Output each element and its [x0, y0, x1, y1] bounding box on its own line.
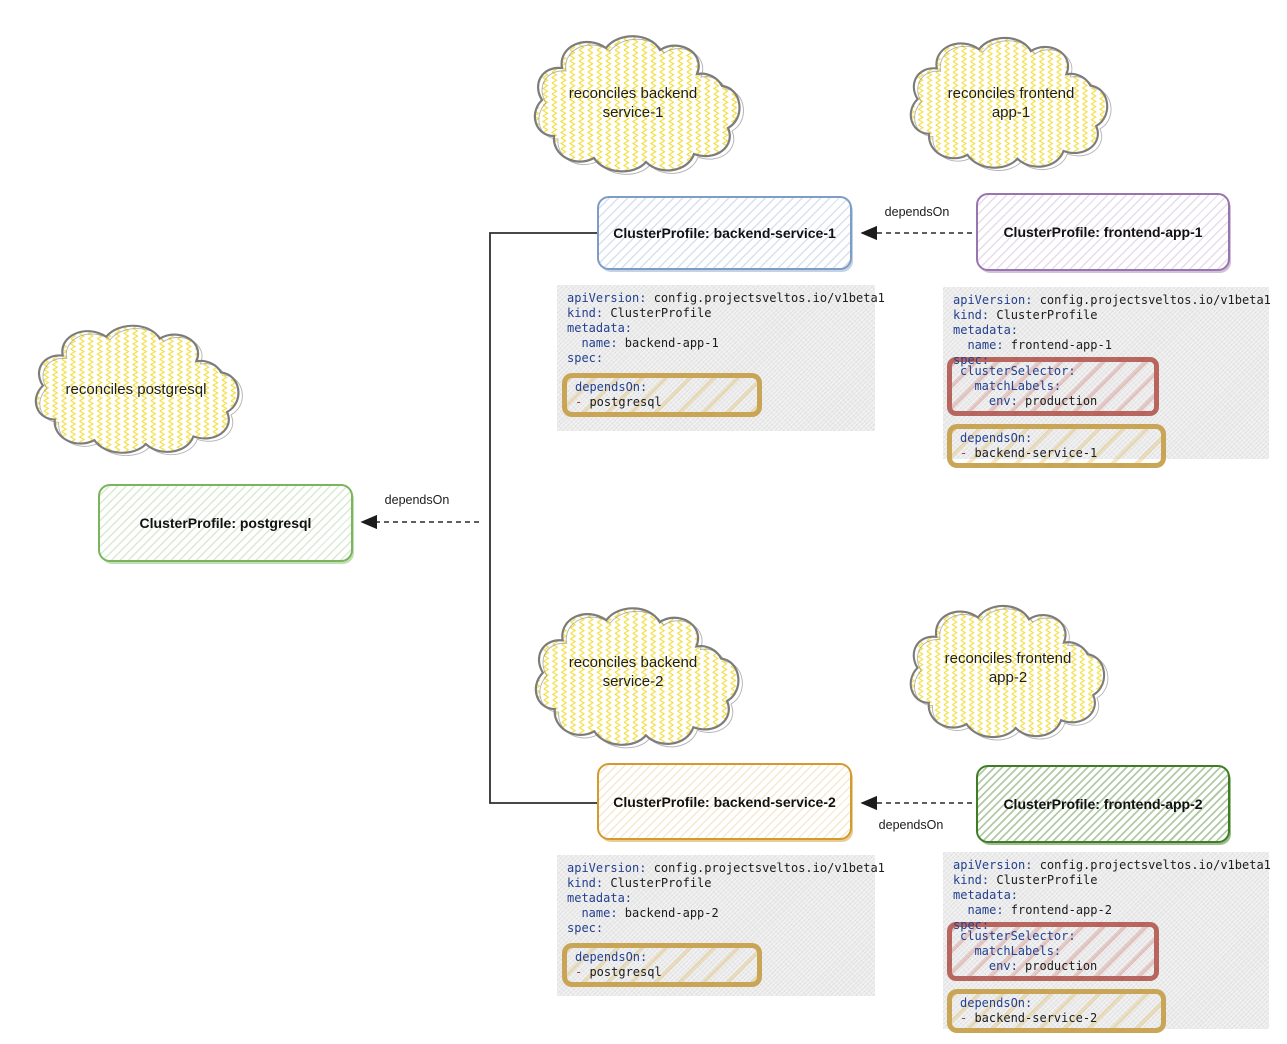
- yaml-header-lines: apiVersion: config.projectsveltos.io/v1b…: [567, 291, 885, 365]
- cloud-label-backend-2: reconciles backend service-2: [523, 653, 743, 691]
- clusterselector-highlight-box: clusterSelector: matchLabels: env: produ…: [947, 357, 1159, 416]
- dependson-highlight-box: dependsOn:- backend-service-1: [947, 424, 1166, 468]
- cloud-label-backend-1: reconciles backend service-1: [523, 84, 743, 122]
- yaml-header-lines: apiVersion: config.projectsveltos.io/v1b…: [953, 293, 1271, 367]
- yaml-dependson-lines: dependsOn:- backend-service-1: [960, 431, 1098, 460]
- connector-backends-bracket: [489, 232, 600, 804]
- cloud-label-line: reconciles frontend: [944, 650, 1072, 667]
- node-title: ClusterProfile: frontend-app-1: [1003, 224, 1203, 240]
- yaml-dependson-lines: dependsOn:- postgresql: [575, 380, 662, 409]
- yaml-clusterselector-lines: clusterSelector: matchLabels: env: produ…: [960, 929, 1098, 973]
- cloud-label-line: reconciles backend: [568, 85, 698, 102]
- cloud-label-line: reconciles postgresql: [65, 381, 207, 398]
- cloud-label-line: reconciles frontend: [947, 85, 1075, 102]
- dependson-highlight-box: dependsOn:- postgresql: [562, 943, 762, 987]
- node-clusterprofile-postgresql: ClusterProfile: postgresql: [98, 484, 353, 562]
- edge-label-dependson-bottom: dependsOn: [878, 818, 944, 832]
- edge-label-dependson-top: dependsOn: [884, 205, 950, 219]
- yaml-block-backend-app-1: apiVersion: config.projectsveltos.io/v1b…: [557, 285, 885, 431]
- yaml-clusterselector-lines: clusterSelector: matchLabels: env: produ…: [960, 364, 1098, 408]
- node-title: ClusterProfile: backend-service-1: [613, 225, 836, 241]
- yaml-dependson-lines: dependsOn:- backend-service-2: [960, 996, 1098, 1025]
- cloud-label-line: service-2: [602, 673, 664, 690]
- yaml-header-lines: apiVersion: config.projectsveltos.io/v1b…: [953, 858, 1271, 932]
- yaml-dependson-lines: dependsOn:- postgresql: [575, 950, 662, 979]
- cloud-label-line: app-2: [988, 669, 1028, 686]
- cloud-label-postgresql: reconciles postgresql: [26, 380, 246, 399]
- cloud-label-line: app-1: [991, 104, 1031, 121]
- cloud-label-line: service-1: [602, 104, 664, 121]
- node-clusterprofile-backend-service-2: ClusterProfile: backend-service-2: [597, 763, 852, 840]
- yaml-block-frontend-app-2: apiVersion: config.projectsveltos.io/v1b…: [943, 852, 1271, 1033]
- clusterselector-highlight-box: clusterSelector: matchLabels: env: produ…: [947, 922, 1159, 981]
- node-clusterprofile-backend-service-1: ClusterProfile: backend-service-1: [597, 196, 852, 270]
- node-title: ClusterProfile: postgresql: [139, 515, 312, 531]
- node-title: ClusterProfile: frontend-app-2: [1003, 796, 1203, 812]
- edge-label-dependson-left: dependsOn: [384, 493, 450, 507]
- yaml-block-frontend-app-1: apiVersion: config.projectsveltos.io/v1b…: [943, 287, 1271, 468]
- node-title: ClusterProfile: backend-service-2: [613, 793, 836, 810]
- dependson-highlight-box: dependsOn:- postgresql: [562, 373, 762, 417]
- node-clusterprofile-frontend-app-2: ClusterProfile: frontend-app-2: [976, 765, 1230, 843]
- yaml-header-lines: apiVersion: config.projectsveltos.io/v1b…: [567, 861, 885, 935]
- cloud-label-frontend-1: reconciles frontend app-1: [901, 84, 1121, 122]
- yaml-block-backend-app-2: apiVersion: config.projectsveltos.io/v1b…: [557, 855, 885, 996]
- cloud-label-line: reconciles backend: [568, 654, 698, 671]
- node-clusterprofile-frontend-app-1: ClusterProfile: frontend-app-1: [976, 193, 1230, 271]
- cloud-label-frontend-2: reconciles frontend app-2: [898, 649, 1118, 687]
- dependson-highlight-box: dependsOn:- backend-service-2: [947, 989, 1166, 1033]
